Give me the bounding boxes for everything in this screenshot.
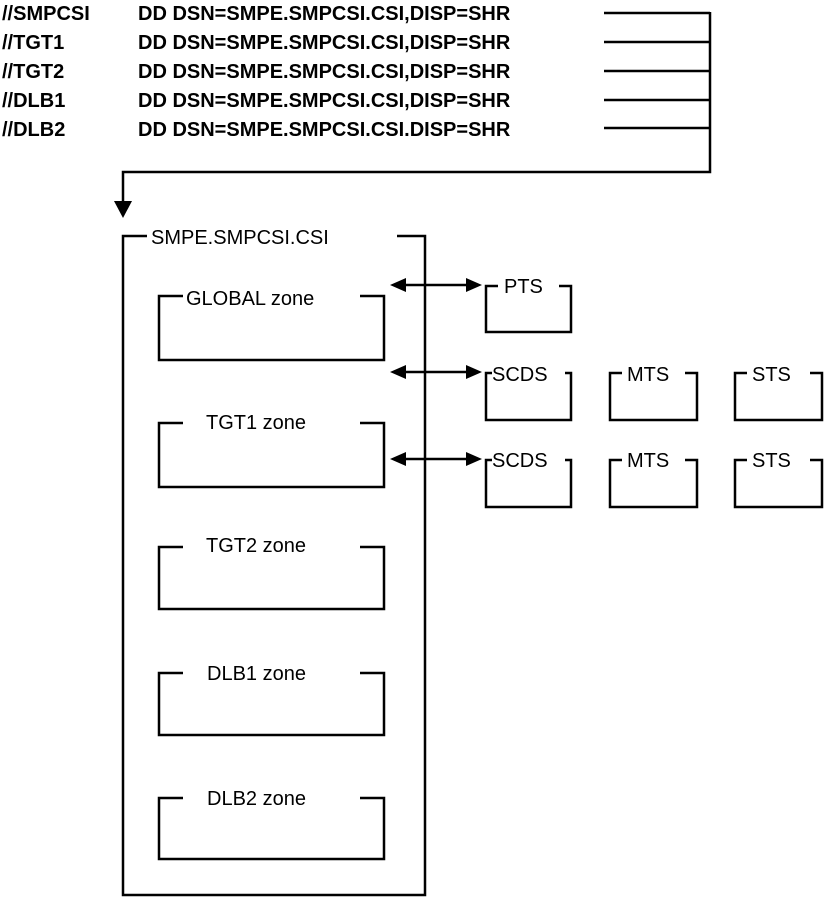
zone-dlb2-box <box>157 796 386 861</box>
dataset-global-mts-label: MTS <box>627 364 669 386</box>
tgt1-datasets: SCDS MTS STS <box>484 450 824 509</box>
zone-dlb1-label: DLB1 zone <box>207 663 306 685</box>
zone-dlb1: DLB1 zone <box>157 663 386 737</box>
zone-global: GLOBAL zone <box>157 288 386 362</box>
arrow-global-pts <box>390 278 482 292</box>
dataset-tgt1-mts: MTS <box>608 450 699 509</box>
arrow-global-scds <box>390 365 482 379</box>
dataset-global-scds: SCDS <box>484 364 573 422</box>
jcl-ddname-dlb1: //DLB1 <box>2 90 65 112</box>
dataset-global-sts-label: STS <box>752 364 791 386</box>
zone-tgt2-box <box>157 545 386 611</box>
arrow-tgt1-scds <box>390 452 482 466</box>
dataset-global-mts-box <box>608 371 699 422</box>
dataset-pts-box <box>484 284 573 334</box>
dataset-tgt1-scds-box <box>484 458 573 509</box>
jcl-dd-smpcsi: DD DSN=SMPE.SMPCSI.CSI,DISP=SHR <box>138 3 511 25</box>
zone-tgt2-label: TGT2 zone <box>206 535 306 557</box>
dataset-tgt1-scds-label: SCDS <box>492 450 548 472</box>
dataset-tgt1-mts-label: MTS <box>627 450 669 472</box>
dataset-global-sts: STS <box>733 364 824 422</box>
dataset-global-scds-label: SCDS <box>492 364 548 386</box>
csi-title: SMPE.SMPCSI.CSI <box>151 227 329 249</box>
jcl-connector <box>114 11 712 218</box>
zone-tgt1-label: TGT1 zone <box>206 412 306 434</box>
zone-dlb2-label: DLB2 zone <box>207 788 306 810</box>
jcl-ddname-smpcsi: //SMPCSI <box>2 3 90 25</box>
global-datasets: PTS SCDS MTS STS <box>484 276 824 422</box>
zone-arrows <box>390 278 482 466</box>
dataset-pts: PTS <box>484 276 573 334</box>
jcl-dd-dlb2: DD DSN=SMPE.SMPCSI.CSI.DISP=SHR <box>138 119 511 141</box>
dataset-tgt1-mts-box <box>608 458 699 509</box>
jcl-dd-tgt2: DD DSN=SMPE.SMPCSI.CSI,DISP=SHR <box>138 61 511 83</box>
jcl-statements: //SMPCSI DD DSN=SMPE.SMPCSI.CSI,DISP=SHR… <box>2 3 511 141</box>
jcl-dd-tgt1: DD DSN=SMPE.SMPCSI.CSI,DISP=SHR <box>138 32 511 54</box>
jcl-dd-dlb1: DD DSN=SMPE.SMPCSI.CSI,DISP=SHR <box>138 90 511 112</box>
dataset-global-mts: MTS <box>608 364 699 422</box>
jcl-ddname-tgt2: //TGT2 <box>2 61 64 83</box>
zone-tgt1: TGT1 zone <box>157 412 386 489</box>
zone-global-label: GLOBAL zone <box>186 288 314 310</box>
zone-dlb2: DLB2 zone <box>157 788 386 861</box>
zone-tgt1-box <box>157 421 386 489</box>
dataset-global-sts-box <box>733 371 824 422</box>
dataset-global-scds-box <box>484 371 573 422</box>
csi-container: SMPE.SMPCSI.CSI <box>121 227 427 897</box>
zone-global-box <box>157 294 386 362</box>
dataset-tgt1-sts-label: STS <box>752 450 791 472</box>
zone-tgt2: TGT2 zone <box>157 535 386 611</box>
zone-dlb1-box <box>157 671 386 737</box>
zones: GLOBAL zone TGT1 zone TGT2 zone DLB1 zon… <box>157 288 386 861</box>
dataset-pts-label: PTS <box>504 276 543 298</box>
connector-bus <box>121 12 712 204</box>
jcl-ddname-dlb2: //DLB2 <box>2 119 65 141</box>
dataset-tgt1-sts-box <box>733 458 824 509</box>
jcl-ddname-tgt1: //TGT1 <box>2 32 64 54</box>
dataset-tgt1-sts: STS <box>733 450 824 509</box>
connector-arrowhead <box>114 201 132 218</box>
dataset-tgt1-scds: SCDS <box>484 450 573 509</box>
csi-box <box>121 234 427 897</box>
